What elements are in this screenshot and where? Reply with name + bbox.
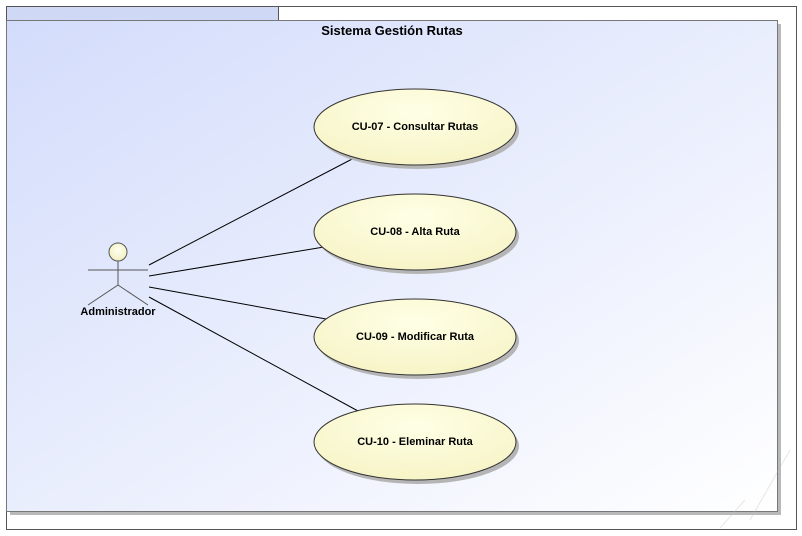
use-case-ellipse xyxy=(313,298,517,376)
use-case-label: CU-10 - Eleminar Ruta xyxy=(357,436,473,448)
use-case-label: CU-09 - Modificar Ruta xyxy=(356,331,475,343)
association-line xyxy=(148,156,357,266)
actor-head xyxy=(108,242,128,262)
actor-right-leg xyxy=(117,284,149,306)
watermark xyxy=(719,449,791,529)
use-case-ellipse xyxy=(313,403,517,481)
actor-label: Administrador xyxy=(80,306,156,318)
system-title: Sistema Gestión Rutas xyxy=(321,23,463,38)
use-case-cu-10[interactable]: CU-10 - Eleminar Ruta xyxy=(313,403,519,484)
use-case-cu-07[interactable]: CU-07 - Consultar Rutas xyxy=(313,88,519,169)
use-case-cu-08[interactable]: CU-08 - Alta Ruta xyxy=(313,193,519,274)
use-case-ellipse xyxy=(313,88,517,166)
use-case-cu-09[interactable]: CU-09 - Modificar Ruta xyxy=(313,298,519,379)
associations xyxy=(148,156,359,412)
use-case-ellipse xyxy=(313,193,517,271)
association-line xyxy=(148,246,325,277)
actor-administrador[interactable]: Administrador xyxy=(80,242,156,318)
use-case-label: CU-07 - Consultar Rutas xyxy=(352,121,479,133)
use-case-label: CU-08 - Alta Ruta xyxy=(370,226,460,238)
association-line xyxy=(148,286,327,320)
association-line xyxy=(148,296,359,412)
actor-left-leg xyxy=(87,284,119,306)
